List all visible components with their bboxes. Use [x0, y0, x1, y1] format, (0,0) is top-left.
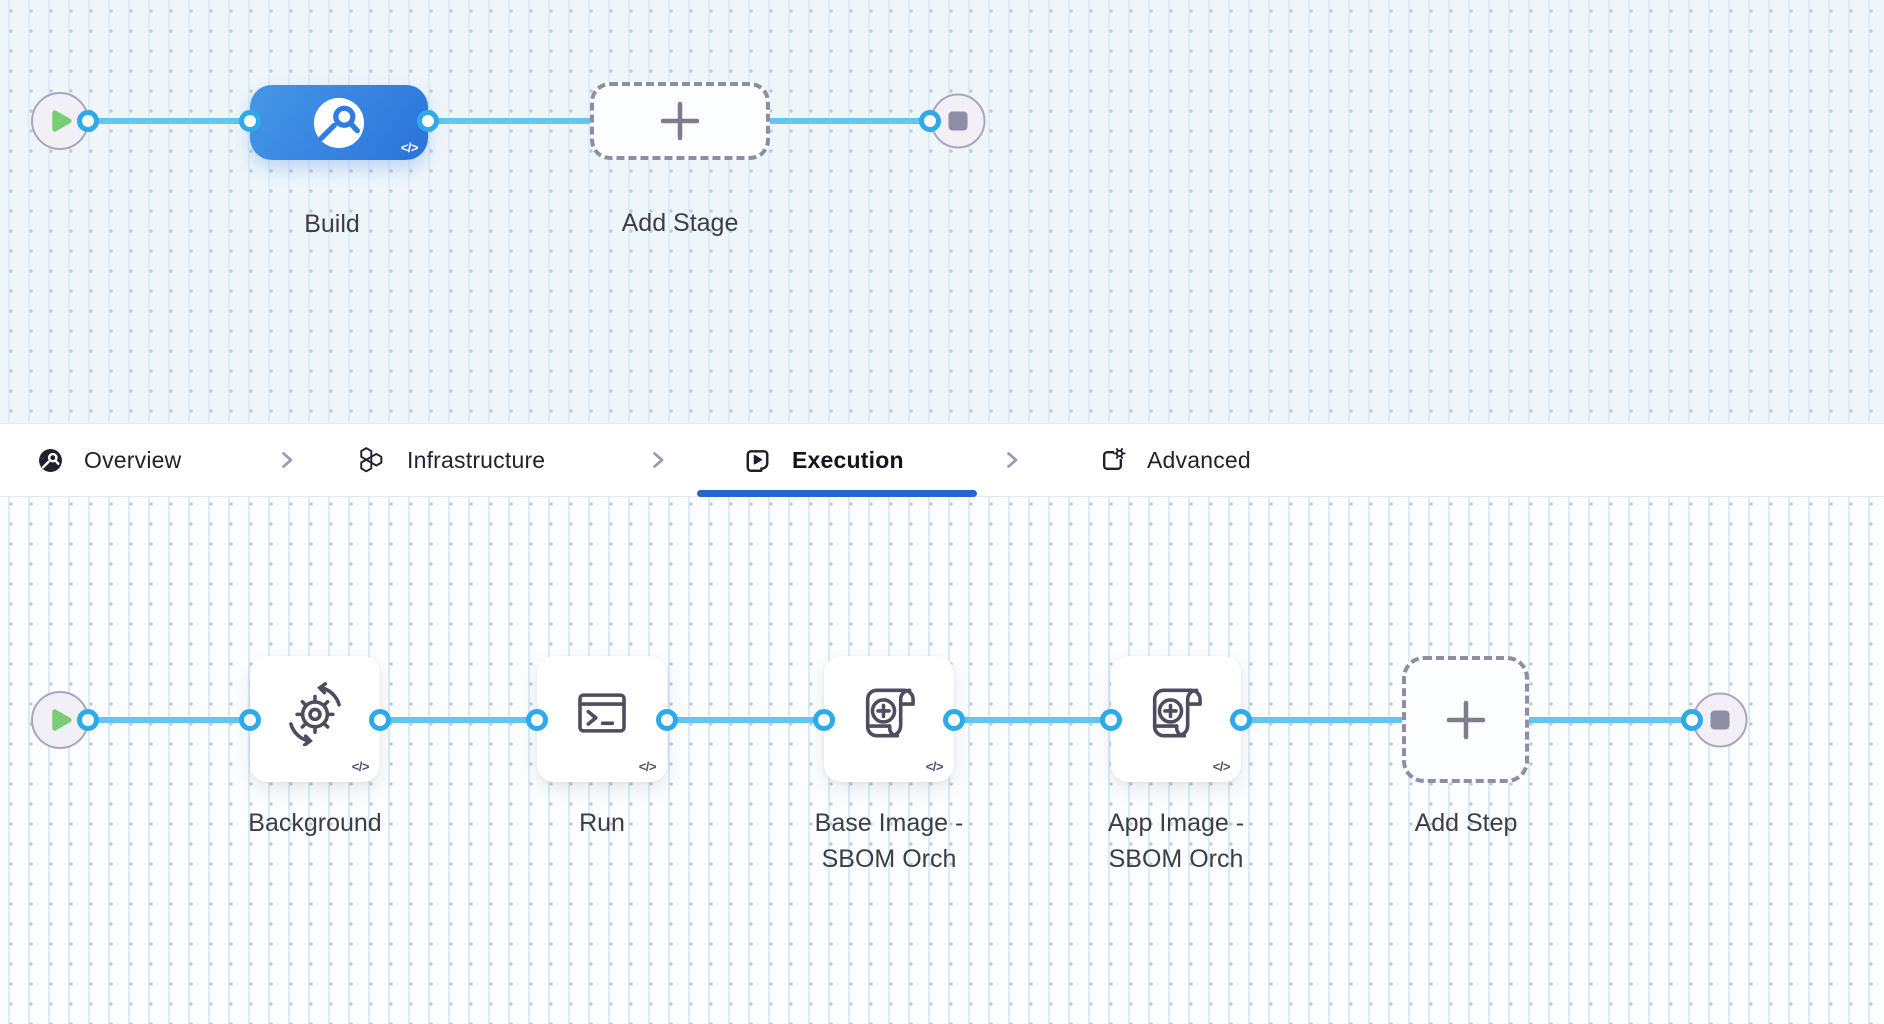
plus-icon — [1446, 700, 1485, 739]
plus-icon — [660, 101, 700, 141]
code-badge: </> — [638, 759, 657, 774]
ci-overview-icon — [39, 448, 62, 472]
tab-infrastructure[interactable]: Infrastructure — [357, 424, 545, 496]
scroll-plus-icon — [865, 688, 915, 738]
box-gear-icon — [1102, 447, 1126, 470]
ci-build-icon — [313, 97, 365, 148]
terminal-icon — [578, 693, 626, 733]
step-node-background[interactable]: </> — [250, 656, 380, 782]
tab-overview-label: Overview — [84, 446, 182, 473]
code-badge: </> — [351, 759, 370, 774]
code-badge: </> — [400, 140, 419, 155]
connector-port — [919, 110, 941, 132]
connector-port — [813, 709, 835, 731]
connector-port — [1100, 709, 1122, 731]
add-stage-button[interactable] — [590, 82, 770, 160]
connector-port — [77, 709, 99, 731]
step-node-run[interactable]: </> — [537, 656, 667, 782]
add-step-label: Add Step — [1414, 809, 1518, 837]
connector-port — [526, 709, 548, 731]
stage-label: Build — [304, 210, 360, 238]
connector-port — [943, 709, 965, 731]
hexagons-icon — [360, 446, 383, 472]
add-stage-label: Add Stage — [621, 209, 739, 237]
step-node-app-image-sbom[interactable]: </> — [1111, 656, 1241, 782]
tab-overview[interactable]: Overview — [38, 424, 181, 496]
add-step-button[interactable] — [1402, 656, 1529, 783]
connector-port — [656, 709, 678, 731]
tab-execution-label: Execution — [792, 446, 904, 473]
stage-config-tabbar: Overview Infrastructure — [0, 423, 1884, 497]
play-square-icon — [746, 449, 769, 472]
connector-port — [1230, 709, 1252, 731]
step-label: App Image - SBOM Orch — [1107, 809, 1245, 873]
connector-port — [239, 709, 261, 731]
tab-execution[interactable]: Execution — [744, 424, 904, 496]
connector-port — [77, 110, 99, 132]
tab-advanced-label: Advanced — [1147, 446, 1251, 473]
active-tab-indicator — [697, 490, 977, 497]
chevron-right-icon — [653, 452, 664, 468]
stage-wire — [88, 118, 930, 124]
connector-port — [1681, 709, 1703, 731]
play-icon — [52, 709, 72, 731]
chevron-right-icon — [1007, 452, 1018, 468]
stage-canvas[interactable] — [0, 0, 1884, 423]
stage-node-build[interactable]: </> — [250, 85, 428, 160]
connector-port — [417, 110, 439, 132]
stop-icon — [1710, 710, 1730, 730]
tab-advanced[interactable]: Advanced — [1099, 424, 1251, 496]
step-label: Background — [248, 809, 382, 837]
step-label: Base Image - SBOM Orch — [814, 809, 964, 873]
scroll-plus-icon — [1152, 688, 1202, 738]
play-icon — [52, 110, 72, 132]
connector-port — [239, 110, 261, 132]
gear-sync-icon — [289, 682, 341, 746]
chevron-right-icon — [282, 452, 293, 468]
code-badge: </> — [925, 759, 944, 774]
step-label: Run — [579, 809, 625, 837]
pipeline-end-node — [930, 93, 986, 149]
connector-port — [369, 709, 391, 731]
tab-infrastructure-label: Infrastructure — [407, 446, 546, 473]
step-node-base-image-sbom[interactable]: </> — [824, 656, 954, 782]
code-badge: </> — [1212, 759, 1231, 774]
stop-icon — [948, 111, 968, 131]
